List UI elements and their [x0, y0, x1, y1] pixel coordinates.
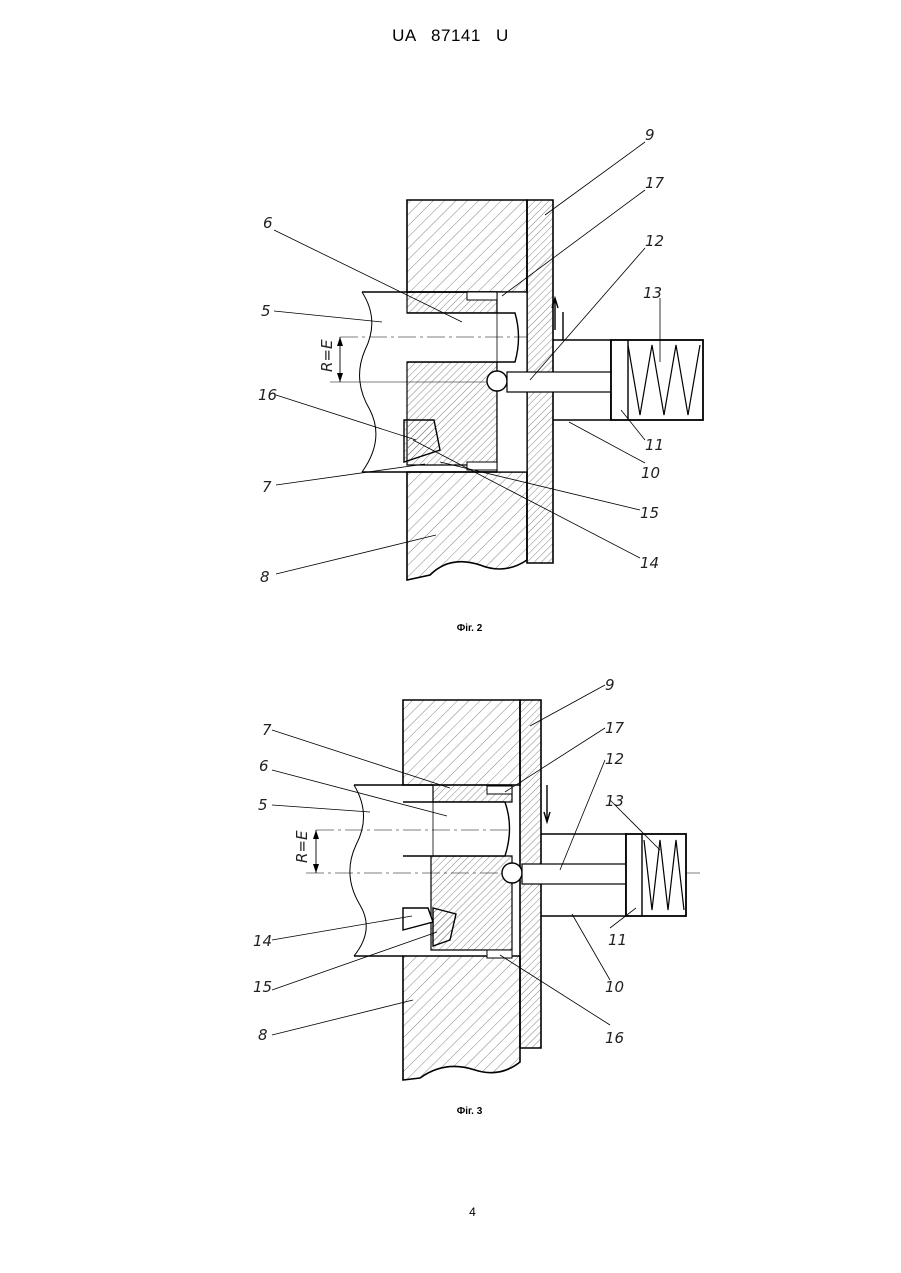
housing-block-lower [403, 956, 520, 1080]
figure-3-caption: Фіг. 3 [0, 1106, 901, 1117]
figure-2-label-9: 9 [645, 126, 655, 144]
pin-6 [403, 802, 510, 856]
housing-block-lower [407, 472, 527, 580]
insert-15 [467, 462, 497, 470]
figure-2-label-10: 10 [641, 464, 660, 482]
housing-block-upper [403, 700, 520, 785]
dimension-label-fig2: R=E [318, 339, 336, 372]
figure-2-label-14: 14 [640, 554, 659, 572]
dimension-label-fig3: R=E [293, 830, 311, 863]
pin-6 [407, 313, 519, 362]
figure-2-drawing: R=E 9 17 12 13 6 5 16 7 8 [0, 0, 901, 640]
figure-3-label-7: 7 [262, 721, 272, 739]
figure-2-label-8: 8 [260, 568, 270, 586]
figure-3-label-5: 5 [258, 796, 268, 814]
insert-16 [487, 950, 512, 958]
figure-2-caption: Фіг. 2 [0, 623, 901, 634]
figure-2-label-15: 15 [640, 504, 659, 522]
plunger-rod [507, 372, 611, 392]
ball-12 [487, 371, 507, 391]
figure-3-drawing: R=E 9 17 12 13 7 6 5 14 15 8 [0, 660, 901, 1100]
figure-2-label-13: 13 [643, 284, 662, 302]
figure-2-label-6: 6 [263, 214, 273, 232]
figure-3-label-10: 10 [605, 978, 624, 996]
plunger-rod [522, 864, 626, 884]
cone-14 [403, 908, 433, 930]
figure-3-label-8: 8 [258, 1026, 268, 1044]
insert-17 [467, 292, 497, 300]
figure-2-label-16: 16 [258, 386, 277, 404]
figure-2-label-5: 5 [261, 302, 271, 320]
ball-12 [502, 863, 522, 883]
page-number: 4 [0, 1205, 901, 1219]
figure-2-label-7: 7 [262, 478, 272, 496]
figure-2-label-17: 17 [645, 174, 665, 192]
figure-3-label-14: 14 [253, 932, 272, 950]
figure-3-label-9: 9 [605, 676, 615, 694]
figure-3-label-11: 11 [608, 931, 627, 949]
figure-3-label-6: 6 [259, 757, 269, 775]
figure-3-label-17: 17 [605, 719, 625, 737]
figure-3-label-12: 12 [605, 750, 624, 768]
motion-arrow-down [544, 785, 550, 822]
figure-2-label-11: 11 [645, 436, 664, 454]
figure-3-label-13: 13 [605, 792, 624, 810]
housing-block-upper [407, 200, 527, 292]
figure-3-label-15: 15 [253, 978, 272, 996]
figure-2-label-12: 12 [645, 232, 664, 250]
figure-3-label-16: 16 [605, 1029, 624, 1047]
